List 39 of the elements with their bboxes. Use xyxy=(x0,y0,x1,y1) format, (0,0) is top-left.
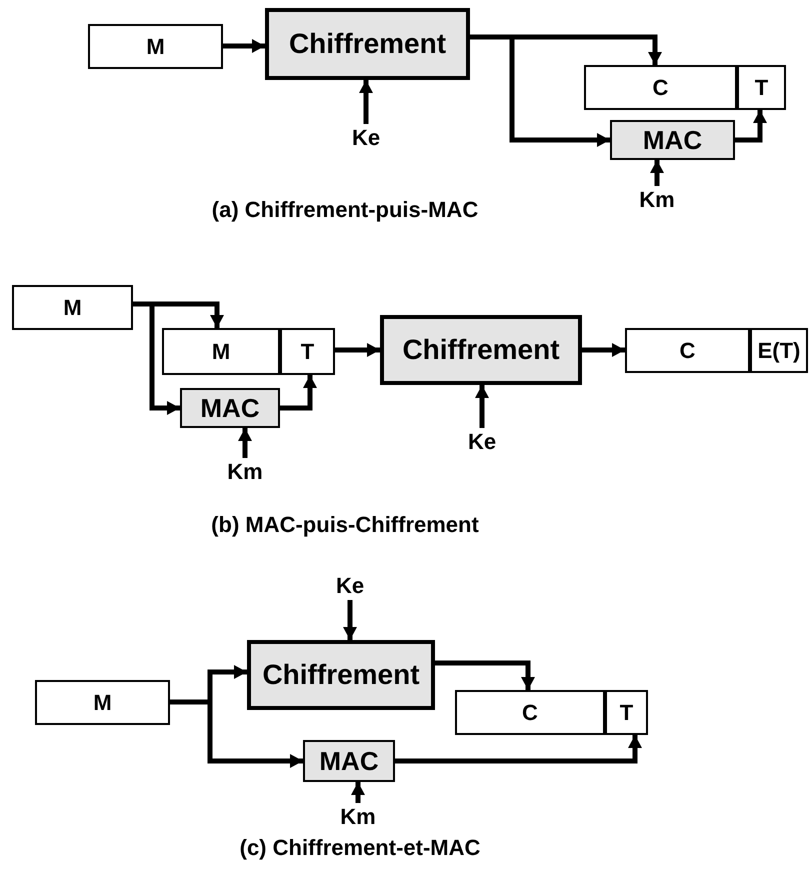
data-box: M xyxy=(88,24,223,69)
data-box: M xyxy=(35,680,170,725)
arrow xyxy=(435,660,535,690)
arrow xyxy=(650,160,664,186)
key-label: Km xyxy=(635,186,679,214)
key-label: Ke xyxy=(461,428,503,456)
data-box: T xyxy=(605,690,648,735)
process-box: MAC xyxy=(180,388,280,428)
arrow xyxy=(238,428,252,458)
figure-caption: (b) MAC-puis-Chiffrement xyxy=(211,514,479,536)
arrow xyxy=(223,39,265,53)
data-box: M xyxy=(162,328,280,375)
data-box: C xyxy=(584,65,737,110)
key-label: Ke xyxy=(345,124,387,152)
arrow xyxy=(343,600,357,640)
arrow xyxy=(280,375,317,410)
data-box: M xyxy=(12,285,133,330)
arrow xyxy=(351,782,365,803)
arrow xyxy=(475,385,489,428)
arrow xyxy=(735,110,767,142)
arrow xyxy=(335,343,380,357)
process-box: Chiffrement xyxy=(265,8,470,80)
key-label: Km xyxy=(336,803,380,831)
data-box: T xyxy=(280,328,335,375)
figure-caption: (c) Chiffrement-et-MAC xyxy=(240,837,480,859)
process-box: MAC xyxy=(610,120,735,160)
arrow xyxy=(582,343,625,357)
data-box: C xyxy=(625,328,750,373)
process-box: Chiffrement xyxy=(380,315,582,385)
figure-caption: (a) Chiffrement-puis-MAC xyxy=(212,199,478,221)
data-box: T xyxy=(737,65,786,110)
key-label: Km xyxy=(223,458,267,486)
process-box: MAC xyxy=(303,740,395,782)
arrow xyxy=(359,80,373,124)
data-box: C xyxy=(455,690,605,735)
arrow xyxy=(395,735,642,764)
data-box: E(T) xyxy=(750,328,808,373)
process-box: Chiffrement xyxy=(247,640,435,710)
key-label: Ke xyxy=(329,572,371,600)
